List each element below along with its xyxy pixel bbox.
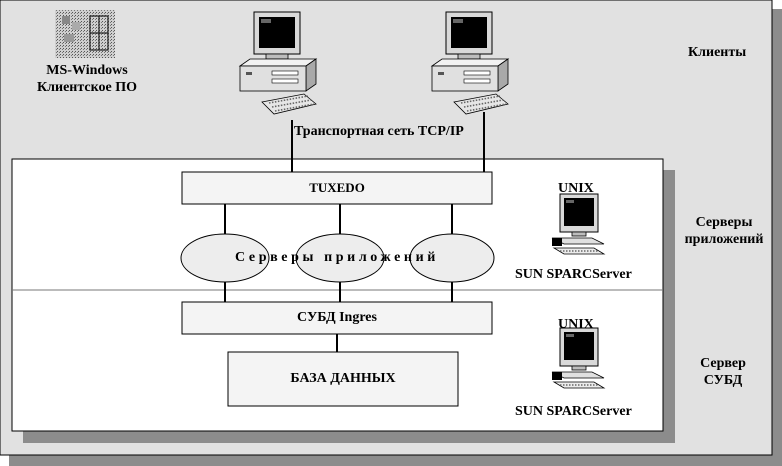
app-servers-label: Серверы приложений (672, 214, 776, 248)
database-box (227, 351, 459, 407)
unix-label-1: UNIX (558, 181, 594, 196)
app-server-ellipse (295, 233, 385, 283)
tuxedo-label: TUXEDO (309, 180, 365, 195)
tuxedo-box (181, 171, 493, 205)
db-server-label: Сервер СУБД (680, 355, 766, 389)
app-server-ellipse (180, 233, 270, 283)
app-servers-label-line2: приложений (684, 232, 764, 247)
dbms-box (181, 301, 493, 335)
os-label: MS-Windows Клиентское ПО (28, 62, 146, 96)
database-label: БАЗА ДАННЫХ (290, 371, 396, 386)
os-label-line1: MS-Windows (46, 63, 128, 78)
network-label: Транспортная сеть TCP/IP (294, 124, 464, 139)
app-ellipses-label: Серверы приложений (235, 250, 439, 265)
app-server-ellipse (409, 233, 495, 283)
app-servers-label-line1: Серверы (695, 215, 753, 230)
sun-label-2: SUN SPARCServer (515, 404, 632, 419)
db-server-label-line1: Сервер (700, 356, 746, 371)
db-server-label-line2: СУБД (703, 373, 743, 388)
sun-label-1: SUN SPARCServer (515, 267, 632, 282)
dbms-label: СУБД Ingres (297, 310, 377, 325)
clients-label: Клиенты (688, 45, 747, 60)
os-label-line2: Клиентское ПО (37, 80, 137, 95)
unix-label-2: UNIX (558, 317, 594, 332)
windows-logo-icon (55, 10, 115, 58)
